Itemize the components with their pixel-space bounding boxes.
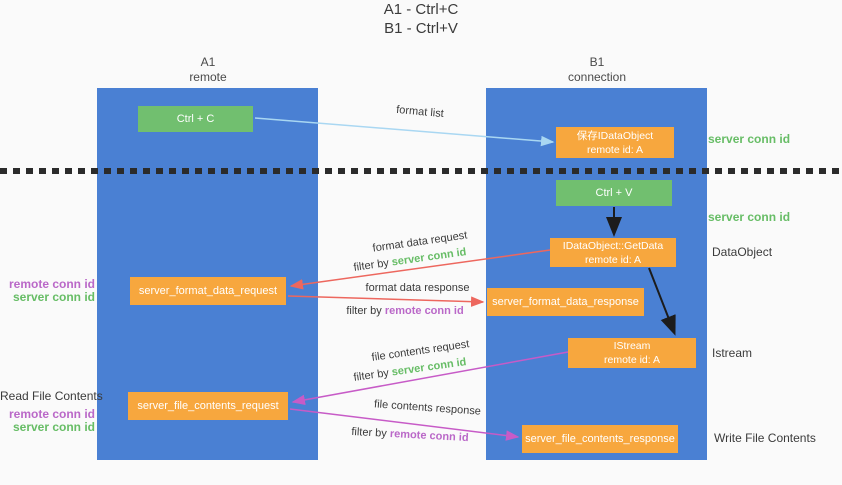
filter-prefix-4: filter by bbox=[351, 425, 391, 440]
format-server-conn-id-label: server conn id bbox=[12, 290, 95, 304]
column-b1-subtitle: connection bbox=[567, 70, 627, 84]
write-file-contents-label: Write File Contents bbox=[714, 431, 816, 445]
filter-by-remote-conn-label-1: filter by remote conn id bbox=[340, 305, 470, 317]
column-header-b1: B1 connection bbox=[537, 55, 657, 85]
save-dataobject-box: 保存IDataObject remote id: A bbox=[556, 127, 674, 158]
column-a1-subtitle: remote bbox=[189, 70, 227, 84]
file-response-box: server_file_contents_response bbox=[522, 425, 678, 453]
file-request-label: server_file_contents_request bbox=[137, 400, 279, 412]
file-remote-conn-id-label: remote conn id bbox=[8, 407, 95, 421]
read-file-contents-label: Read File Contents bbox=[0, 389, 103, 403]
format-list-label: format list bbox=[395, 103, 445, 121]
column-header-a1: A1 remote bbox=[148, 55, 268, 85]
istream-line2: remote id: A bbox=[603, 354, 661, 366]
istream-line1: IStream bbox=[613, 340, 651, 352]
filter-remote-conn-1: remote conn id bbox=[384, 305, 464, 317]
save-dataobject-line2: remote id: A bbox=[586, 143, 644, 156]
server-conn-id-label-mid: server conn id bbox=[708, 210, 791, 224]
format-request-label: server_format_data_request bbox=[138, 285, 278, 297]
title-line-2: B1 - Ctrl+V bbox=[384, 20, 458, 37]
filter-prefix-1: filter by bbox=[352, 256, 393, 274]
filter-prefix-3: filter by bbox=[352, 366, 393, 384]
column-a1-name: A1 bbox=[200, 55, 216, 69]
getdata-box: IDataObject::GetData remote id: A bbox=[550, 238, 676, 267]
filter-remote-conn-2: remote conn id bbox=[389, 427, 469, 445]
format-response-box: server_format_data_response bbox=[487, 288, 644, 316]
filter-by-remote-conn-label-2: filter by remote conn id bbox=[345, 426, 475, 445]
file-response-label: server_file_contents_response bbox=[525, 433, 675, 445]
column-b1-name: B1 bbox=[589, 55, 605, 69]
file-server-conn-id-label: server conn id bbox=[12, 420, 95, 434]
filter-prefix-2: filter by bbox=[346, 305, 385, 317]
getdata-line2: remote id: A bbox=[584, 253, 642, 266]
istream-box: IStream remote id: A bbox=[568, 338, 696, 368]
save-dataobject-line1: 保存IDataObject bbox=[576, 129, 654, 142]
ctrl-c-label: Ctrl + C bbox=[176, 113, 215, 125]
ctrl-c-box: Ctrl + C bbox=[138, 106, 253, 132]
ctrl-v-label: Ctrl + V bbox=[595, 187, 633, 199]
page-title: A1 - Ctrl+C B1 - Ctrl+V bbox=[0, 0, 842, 38]
format-request-conn-ids: remote conn id server conn id bbox=[0, 278, 95, 304]
format-response-label: server_format_data_response bbox=[492, 296, 639, 308]
format-remote-conn-id-label: remote conn id bbox=[8, 277, 95, 291]
dataobject-label: DataObject bbox=[712, 245, 773, 259]
istream-side-label: Istream bbox=[712, 346, 753, 360]
file-contents-response-label: file contents response bbox=[373, 398, 482, 418]
title-line-1: A1 - Ctrl+C bbox=[383, 1, 459, 18]
getdata-line1: IDataObject::GetData bbox=[562, 239, 664, 252]
server-conn-id-label-top: server conn id bbox=[708, 132, 791, 146]
file-request-box: server_file_contents_request bbox=[128, 392, 288, 420]
ctrl-v-box: Ctrl + V bbox=[556, 180, 672, 206]
file-request-conn-ids: remote conn id server conn id bbox=[0, 408, 95, 434]
format-request-box: server_format_data_request bbox=[130, 277, 286, 305]
format-data-response-label: format data response bbox=[365, 282, 470, 294]
